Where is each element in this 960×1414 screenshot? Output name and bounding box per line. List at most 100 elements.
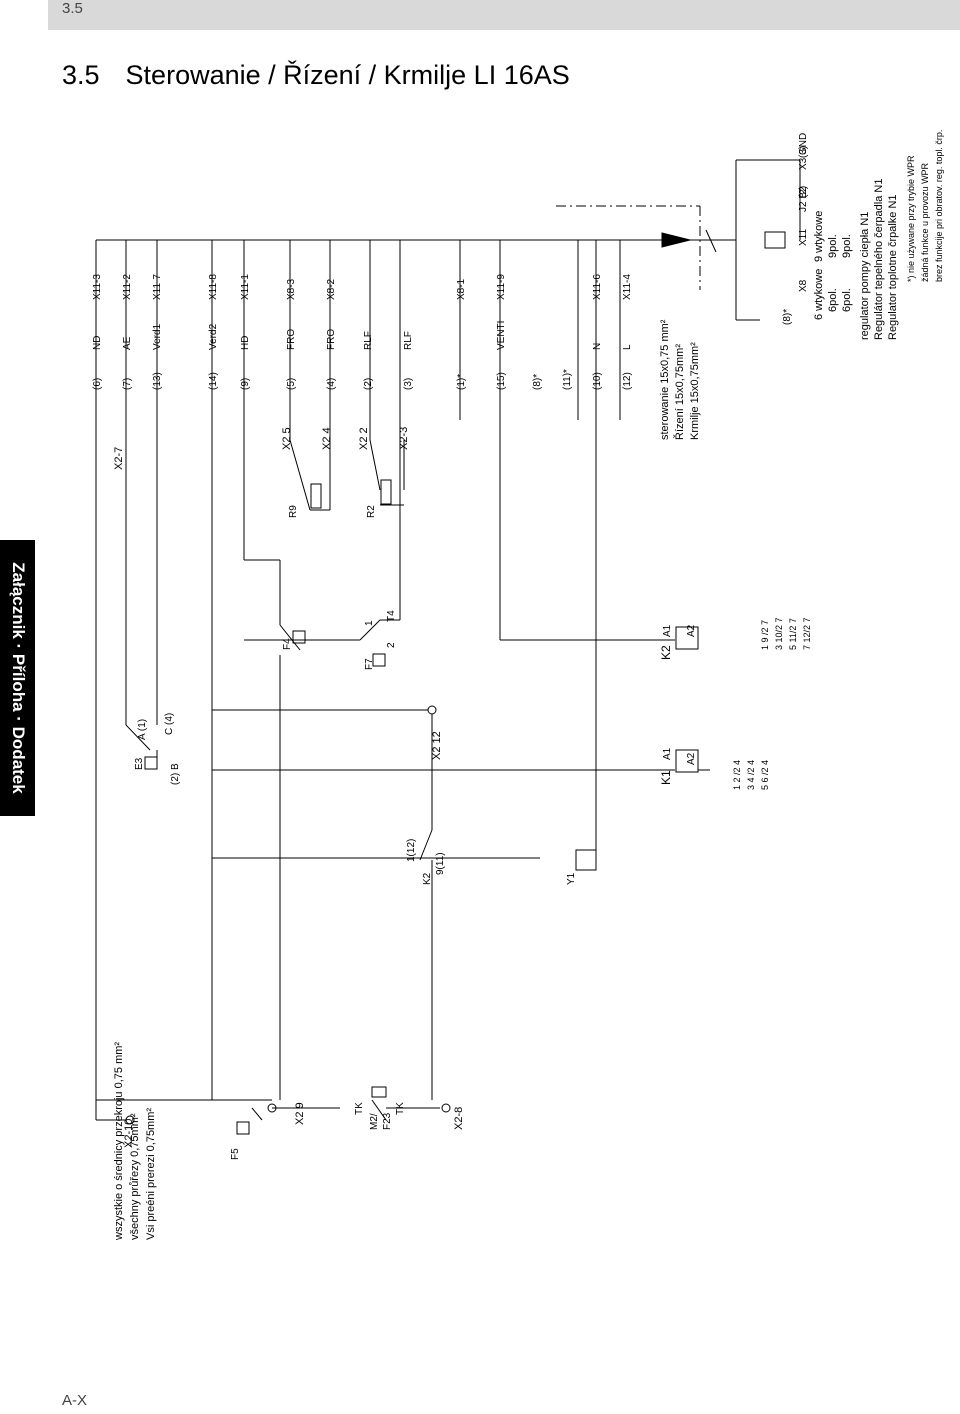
terminal-x2-12 (427, 705, 437, 715)
r9-wire-left (289, 439, 311, 511)
label-e3-c: C (4) (164, 713, 175, 735)
label-x2-4: X2 4 (321, 427, 333, 450)
f4-sensor (292, 630, 306, 644)
conn-w9: 9 wtykowe (813, 211, 825, 262)
label-k1-a1: A1 (662, 747, 673, 760)
cable-slash (705, 229, 717, 253)
label-x2-7: X2-7 (113, 447, 125, 470)
label-f7-t4: T4 (386, 610, 397, 622)
k2-contact-line (419, 829, 433, 861)
label-f7-1: 1 (364, 620, 375, 626)
k2-contact-row: 1 9 /2 7 (760, 620, 770, 650)
conn-x3gnd: X3 GND (798, 133, 809, 170)
right-label-name: N (592, 343, 603, 350)
label-x2-2: X2 2 (358, 427, 370, 450)
right-label-name: L (622, 344, 633, 350)
right-label-name: FRO (286, 329, 297, 350)
tk-contact (371, 1099, 387, 1121)
right-label-term: X8-3 (286, 278, 297, 300)
f5-sensor (236, 1121, 250, 1135)
label-x2-10: X2-10 (123, 1119, 135, 1148)
right-label-name: Verd1 (152, 323, 163, 350)
regulator-1: regulator pompy ciepła N1 (859, 212, 871, 340)
label-x2-3: X2-3 (398, 427, 410, 450)
label-k1-a2: A2 (686, 752, 697, 765)
conn-p9b: 9pol. (841, 234, 853, 258)
label-y1: Y1 (566, 872, 577, 885)
right-label-num: (12) (622, 372, 633, 390)
conn-p6a: 6pol. (827, 288, 839, 312)
label-f4: F4 (282, 638, 293, 650)
right-label-term: X11-8 (208, 274, 219, 300)
label-tk1: TK (354, 1102, 365, 1115)
conn-x11: X11 (798, 229, 809, 246)
f4-contact (279, 624, 301, 651)
k2-contact-row: 7 12/2 7 (802, 617, 812, 650)
e3-contact (125, 724, 151, 751)
label-k2-a2: A2 (686, 624, 697, 637)
label-k2-1: 1(12) (406, 839, 417, 862)
right-label-term: X11-2 (122, 274, 133, 300)
label-m2: M2/ (369, 1113, 380, 1130)
y1-coil (575, 849, 597, 871)
label-f7-2: 2 (386, 642, 397, 648)
e3-sensor (144, 756, 158, 770)
cable-spec-1: sterowanie 15x0,75 mm² (659, 319, 671, 440)
right-label-term: X11-1 (240, 274, 251, 300)
label-k2-contact: K2 (422, 872, 433, 885)
right-label-num: (10) (592, 372, 603, 390)
conn-tag-3: (3) (798, 146, 809, 158)
right-label-term: X11-4 (622, 274, 633, 300)
right-label-name: ND (92, 336, 103, 350)
label-k2-9: 9(11) (435, 852, 446, 875)
footnote-3: brez funkcije pri obratov. reg. topl. čr… (934, 130, 944, 282)
label-x2-9: X2 9 (294, 1102, 306, 1125)
title-text: Sterowanie / Řízení / Krmilje LI 16AS (125, 60, 570, 90)
right-label-num: (6) (92, 378, 103, 390)
right-label-num: (2) (363, 378, 374, 390)
right-label-term: X11-7 (152, 274, 163, 300)
f7-sensor (372, 653, 386, 667)
right-label-term: X11-3 (92, 274, 103, 300)
conn-x8: X8 (798, 279, 809, 292)
m2-box (371, 1086, 387, 1098)
right-label-num: (4) (326, 378, 337, 390)
cable-note-3: Vsi preéni prerezi 0,75mm² (145, 1108, 157, 1240)
f5-contact (251, 1107, 263, 1121)
terminal-x2-8 (441, 1103, 451, 1113)
label-f7: F7 (364, 658, 375, 670)
right-label-num: (14) (208, 372, 219, 390)
right-label-name: FRO (326, 329, 337, 350)
bus-arrow (661, 232, 691, 248)
right-label-num: (7) (122, 378, 133, 390)
k1-contact-row: 5 6 /2 4 (760, 760, 770, 790)
footnote-2: žádná funkce u provozu WPR (920, 162, 930, 282)
side-tab: Załącznik · Příloha · Dodatek (0, 540, 35, 816)
label-tk2: TK (395, 1102, 406, 1115)
k2-contact-row: 5 11/2 7 (788, 618, 798, 650)
right-label-num: (5) (286, 378, 297, 390)
right-label-name: VENTI (496, 321, 507, 350)
right-label-term: X11-6 (592, 274, 603, 300)
label-e3: E3 (134, 757, 145, 770)
label-e3-a: A (1) (137, 719, 148, 740)
f7-contact (359, 619, 381, 641)
label-r2: R2 (366, 505, 377, 518)
r9-sensor (310, 483, 322, 509)
conn-w6: 6 wtykowe (813, 269, 825, 320)
label-x2-5: X2 5 (281, 427, 293, 450)
right-label-num: (9) (240, 378, 251, 390)
conn-p6b: 6pol. (841, 288, 853, 312)
r2-wire-left (369, 439, 381, 491)
right-label-name: RLF (363, 331, 374, 350)
right-label-num: (11)* (562, 369, 573, 390)
right-label-name: HD (240, 336, 251, 350)
conn-tag-8: (8)* (782, 309, 793, 325)
right-label-name: RLF (403, 331, 414, 350)
right-label-num: (1)* (456, 374, 467, 390)
conn-p9a: 9pol. (827, 234, 839, 258)
right-label-num: (13) (152, 372, 163, 390)
label-f23: F23 (382, 1112, 393, 1130)
